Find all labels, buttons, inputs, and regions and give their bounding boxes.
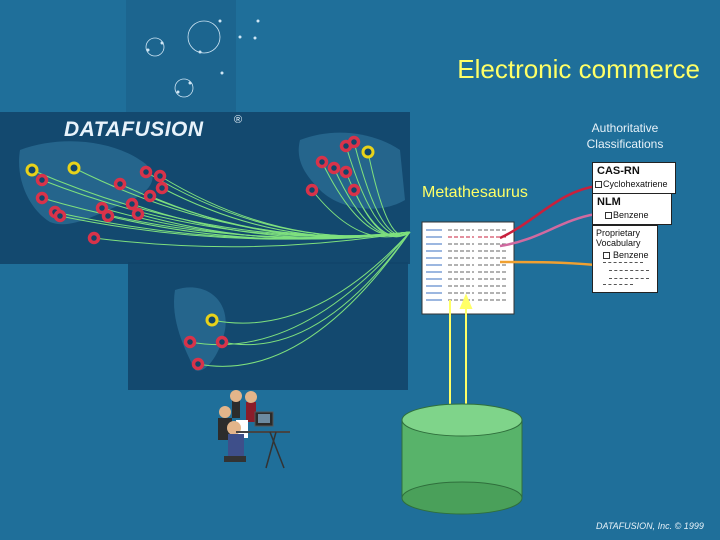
site-node-red xyxy=(191,357,205,371)
site-node-red xyxy=(327,161,341,175)
site-node-red xyxy=(131,207,145,221)
connector-lines xyxy=(31,141,411,367)
site-node-red xyxy=(155,181,169,195)
site-node-red xyxy=(347,135,361,149)
nlm-card: NLM Benzene xyxy=(592,193,672,225)
tree-node-icon xyxy=(603,252,610,259)
connector-line xyxy=(221,231,411,346)
nlm-term: Benzene xyxy=(613,210,649,220)
cas-rn-name: CAS-RN xyxy=(597,165,640,177)
hub-node-yellow xyxy=(205,313,219,327)
site-node-red xyxy=(95,201,109,215)
site-node-red xyxy=(53,209,67,223)
proprietary-name: Proprietary Vocabulary xyxy=(596,228,641,248)
proprietary-vocabulary-card: Proprietary Vocabulary Benzene xyxy=(592,225,658,293)
metathesaurus-label: Metathesaurus xyxy=(422,184,528,201)
site-node-red xyxy=(35,173,49,187)
classification-arrows xyxy=(499,184,599,267)
site-node-red xyxy=(101,209,115,223)
classifications-heading: Authoritative Classifications xyxy=(586,121,664,151)
brand-logo: DATAFUSION xyxy=(64,118,204,141)
tree-node-icon xyxy=(595,181,602,188)
site-node-red xyxy=(139,165,153,179)
site-node-red xyxy=(143,189,157,203)
footer-copyright: DATAFUSION, Inc. © 1999 xyxy=(596,521,704,531)
site-node-red xyxy=(35,191,49,205)
world-map xyxy=(0,0,410,390)
cas-rn-term: Cyclohexatriene xyxy=(603,179,668,189)
connector-line xyxy=(93,231,411,248)
site-node-red xyxy=(87,231,101,245)
database-cylinder-icon xyxy=(401,403,523,515)
site-node-red xyxy=(305,183,319,197)
cas-rn-card: CAS-RN Cyclohexatriene xyxy=(592,162,676,194)
connector-line xyxy=(353,141,411,236)
connector-line xyxy=(197,231,411,367)
site-node-red xyxy=(215,335,229,349)
connector-line xyxy=(211,231,411,324)
site-node-red xyxy=(125,197,139,211)
hub-node-yellow xyxy=(67,161,81,175)
nlm-name: NLM xyxy=(597,196,621,208)
site-node-red xyxy=(339,165,353,179)
constellation-dots xyxy=(145,19,260,98)
site-node-red xyxy=(315,155,329,169)
site-node-red xyxy=(113,177,127,191)
site-node-red xyxy=(347,183,361,197)
site-node-red xyxy=(153,169,167,183)
hub-node-yellow xyxy=(361,145,375,159)
hub-node-yellow xyxy=(25,163,39,177)
connector-line xyxy=(367,151,411,236)
tree-node-icon xyxy=(605,212,612,219)
user-workstation-icon xyxy=(218,390,290,469)
proprietary-term: Benzene xyxy=(613,250,649,260)
site-node-red xyxy=(183,335,197,349)
network-nodes xyxy=(25,135,375,371)
page-title: Electronic commerce xyxy=(457,54,700,84)
registered-mark: ® xyxy=(234,114,243,126)
tree-branches xyxy=(593,260,657,288)
